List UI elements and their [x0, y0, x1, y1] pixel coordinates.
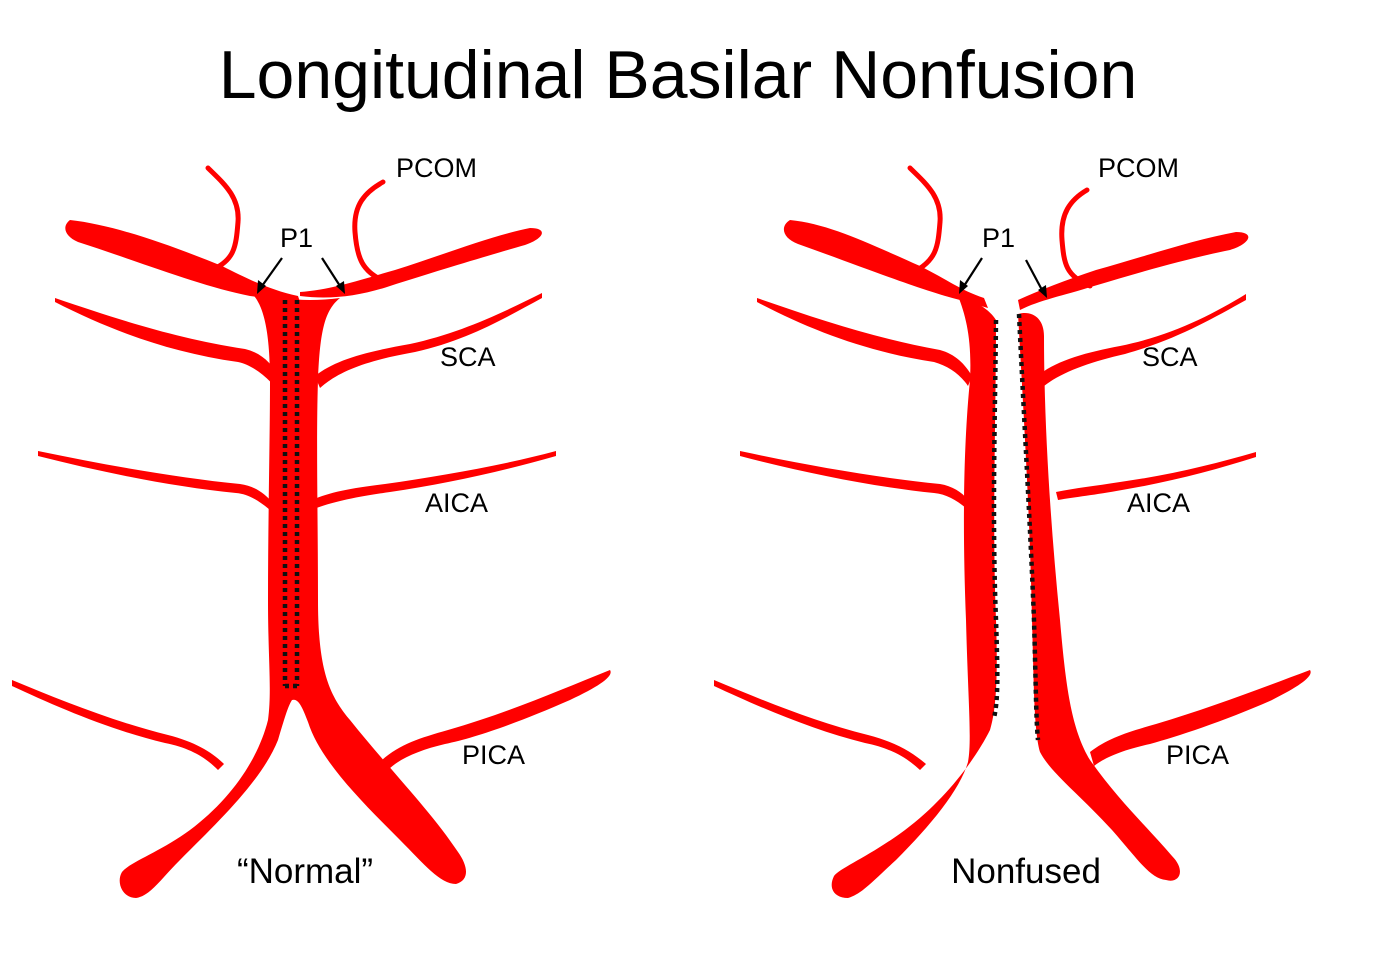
sca-right-vessel: [1040, 294, 1246, 386]
sca-left-vessel: [757, 298, 972, 386]
p1-pca-right-vessel: [1018, 232, 1249, 310]
label-pcom: PCOM: [1098, 153, 1179, 183]
p1-left-arrowhead: [257, 280, 266, 294]
label-pica: PICA: [1166, 740, 1229, 770]
label-aica: AICA: [1127, 488, 1190, 518]
p1-pca-left-vessel: [65, 220, 300, 302]
pica-left-vessel: [12, 680, 224, 770]
label-p1: P1: [280, 223, 313, 253]
basilar-artery-normal: [119, 292, 467, 898]
label-sca: SCA: [1142, 342, 1198, 372]
label-aica: AICA: [425, 488, 488, 518]
p1-pca-left-vessel: [783, 220, 988, 308]
label-p1: P1: [982, 223, 1015, 253]
hemi-basilar-right: [1018, 312, 1180, 881]
pica-left-vessel: [714, 680, 926, 770]
sca-right-vessel: [315, 293, 542, 388]
p1-left-arrowhead: [959, 280, 968, 294]
pica-right-vessel: [1090, 670, 1311, 766]
nonfusion-boundary-left: [991, 319, 1000, 719]
aica-right-vessel: [1056, 452, 1256, 500]
pcom-right-vessel: [352, 179, 389, 285]
p1-left-arrow: [261, 257, 283, 287]
aica-left-vessel: [38, 451, 272, 510]
pcom-right-vessel: [1059, 187, 1093, 289]
pcom-left-vessel: [907, 165, 943, 275]
p1-right-arrow: [321, 257, 341, 287]
hemi-basilar-left: [831, 296, 997, 898]
pcom-left-vessel: [205, 165, 241, 273]
p1-right-arrowhead: [1038, 285, 1047, 298]
pica-right-vessel: [382, 670, 611, 770]
label-sca: SCA: [440, 342, 496, 372]
nonfusion-boundary-right: [1016, 313, 1041, 741]
aica-right-vessel: [312, 451, 556, 509]
p1-right-arrow: [1025, 259, 1043, 291]
label-pica: PICA: [462, 740, 525, 770]
page-title: Longitudinal Basilar Nonfusion: [219, 37, 1138, 113]
panel-normal: PCOM P1 SCA AICA PICA “Normal”: [12, 153, 611, 898]
p1-pca-right-vessel: [300, 228, 542, 298]
panel-nonfused: PCOM P1 SCA AICA PICA Nonfused: [714, 153, 1311, 898]
caption-normal: “Normal”: [237, 852, 373, 891]
aica-left-vessel: [740, 451, 968, 508]
sca-left-vessel: [55, 298, 280, 388]
p1-left-arrow: [963, 257, 983, 287]
label-pcom: PCOM: [396, 153, 477, 183]
caption-nonfused: Nonfused: [951, 852, 1101, 891]
p1-right-arrowhead: [336, 281, 345, 294]
